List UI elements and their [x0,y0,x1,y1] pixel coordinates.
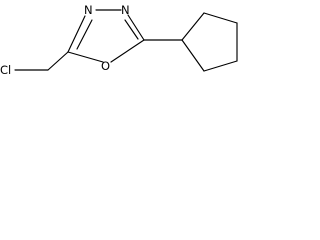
bond-cp-2-3 [203,12,238,24]
atom-label-ring-nitrogen-right: N [121,3,130,17]
bond-c5-o1 [67,51,104,63]
bond-o1-c2 [110,39,145,63]
bond-cp-5-1 [181,39,205,72]
atom-label-ring-oxygen: O [101,59,110,73]
structure-canvas: Cl O N N [0,0,249,87]
bond-c2-n3 [127,14,145,41]
atom-label-chlorine: Cl [0,63,11,77]
bond-c2-n3-inner [124,19,139,40]
bond-n4-c5 [67,15,86,53]
bond-cp-4-5 [203,60,238,72]
bond-ch2-c5 [47,51,69,71]
chemical-structure-drawing: Cl O N N [0,3,238,77]
bond-cp-1-2 [181,12,205,41]
bond-n4-c5-inner [76,19,93,50]
atom-label-ring-nitrogen-left: N [84,3,93,17]
